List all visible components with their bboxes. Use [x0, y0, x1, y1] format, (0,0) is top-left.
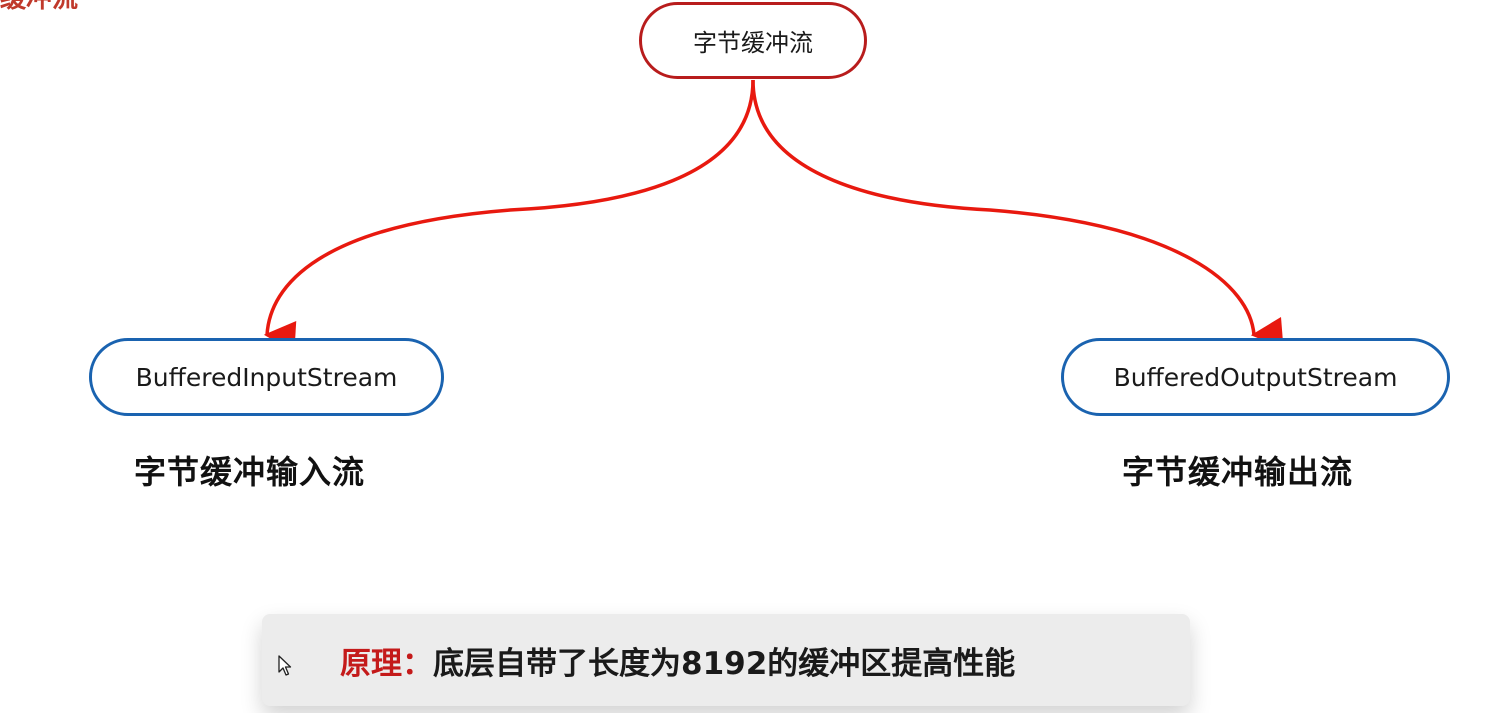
root-node-byte-buffer-stream: 字节缓冲流 [639, 2, 867, 79]
node-buffered-input-stream: BufferedInputStream [89, 338, 444, 416]
caption-output-stream: 字节缓冲输出流 [1122, 453, 1354, 491]
root-node-label: 字节缓冲流 [693, 29, 813, 57]
node-label-input: BufferedInputStream [135, 362, 398, 392]
principle-description: 底层自带了长度为8192的缓冲区提高性能 [433, 646, 1016, 682]
principle-label: 原理： [340, 646, 433, 682]
arrow-to-input-stream [263, 79, 755, 353]
node-buffered-output-stream: BufferedOutputStream [1061, 338, 1450, 416]
node-label-output: BufferedOutputStream [1113, 362, 1398, 392]
caption-input-stream: 字节缓冲输入流 [134, 453, 366, 491]
principle-note-banner: 原理：底层自带了长度为8192的缓冲区提高性能 [262, 614, 1190, 706]
mouse-cursor-icon [278, 655, 292, 676]
arrow-to-output-stream [751, 79, 1284, 349]
clipped-slide-title: 缓冲流 [0, 0, 78, 12]
principle-note-text: 原理：底层自带了长度为8192的缓冲区提高性能 [340, 638, 1015, 683]
